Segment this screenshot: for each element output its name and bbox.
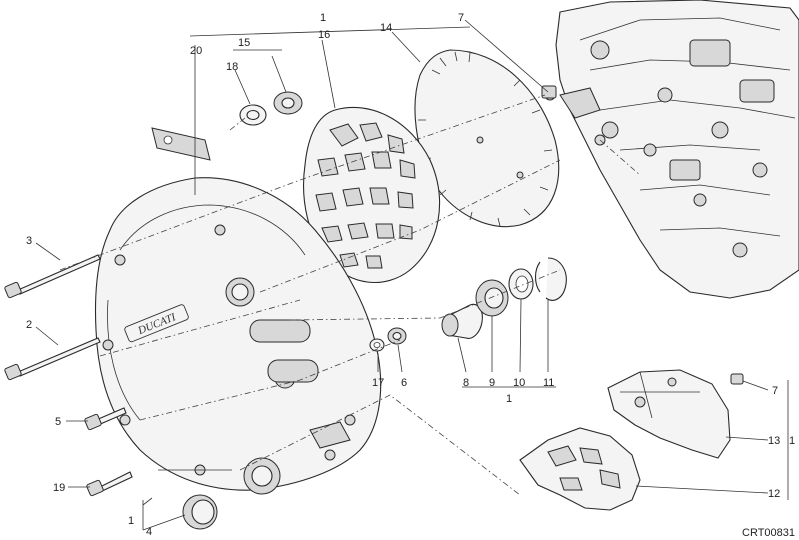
leader-lines <box>35 19 789 531</box>
callout-1-right: 1 <box>789 435 795 447</box>
gasket-14 <box>414 49 560 228</box>
callout-20: 20 <box>190 45 202 57</box>
bushing-8 <box>441 303 483 339</box>
callout-13: 13 <box>768 435 780 447</box>
callout-17: 17 <box>372 377 384 389</box>
callout-6: 6 <box>401 377 407 389</box>
callout-12: 12 <box>768 488 780 500</box>
screw-7-right <box>730 373 744 385</box>
label-plate-20 <box>151 127 211 161</box>
oring-17 <box>369 338 385 352</box>
callout-7-right: 7 <box>772 385 778 397</box>
guard-12 <box>519 427 641 511</box>
shim-10 <box>508 268 534 300</box>
callout-8: 8 <box>463 377 469 389</box>
callout-9: 9 <box>489 377 495 389</box>
callout-7-top: 7 <box>458 12 464 24</box>
callout-10: 10 <box>513 377 525 389</box>
engine-crankcase <box>544 0 799 299</box>
drawing-code: CRT00831 <box>742 527 795 539</box>
callout-18: 18 <box>226 61 238 73</box>
circlip-11 <box>534 257 567 301</box>
assembly-axes <box>59 94 641 496</box>
bearing-9 <box>475 279 509 317</box>
clutch-cover: DUCATI <box>94 177 382 495</box>
callout-2: 2 <box>26 319 32 331</box>
callout-1-top: 1 <box>320 12 326 24</box>
callout-19: 19 <box>53 482 65 494</box>
screw-2 <box>4 337 101 381</box>
callout-16: 16 <box>318 29 330 41</box>
callout-11: 11 <box>543 377 554 389</box>
callout-3: 3 <box>26 235 32 247</box>
screw-5 <box>84 407 127 431</box>
seal-15 <box>273 91 303 115</box>
callout-1-bottom: 1 <box>128 515 134 527</box>
callout-5: 5 <box>55 416 61 428</box>
callout-14: 14 <box>380 22 392 34</box>
callouts: 1 20 15 18 16 14 7 3 2 5 19 1 4 17 6 8 9… <box>26 12 795 539</box>
washer-18 <box>239 104 267 126</box>
clutch-cover-guard-16 <box>303 106 441 283</box>
callout-1-mid: 1 <box>506 393 512 405</box>
screw-3 <box>4 254 101 299</box>
callout-15: 15 <box>238 37 250 49</box>
seal-4 <box>182 494 218 530</box>
plug-6 <box>387 327 407 345</box>
screw-7-top <box>541 85 557 99</box>
screw-19 <box>86 471 133 497</box>
guard-13 <box>607 369 731 459</box>
callout-4: 4 <box>146 526 152 538</box>
